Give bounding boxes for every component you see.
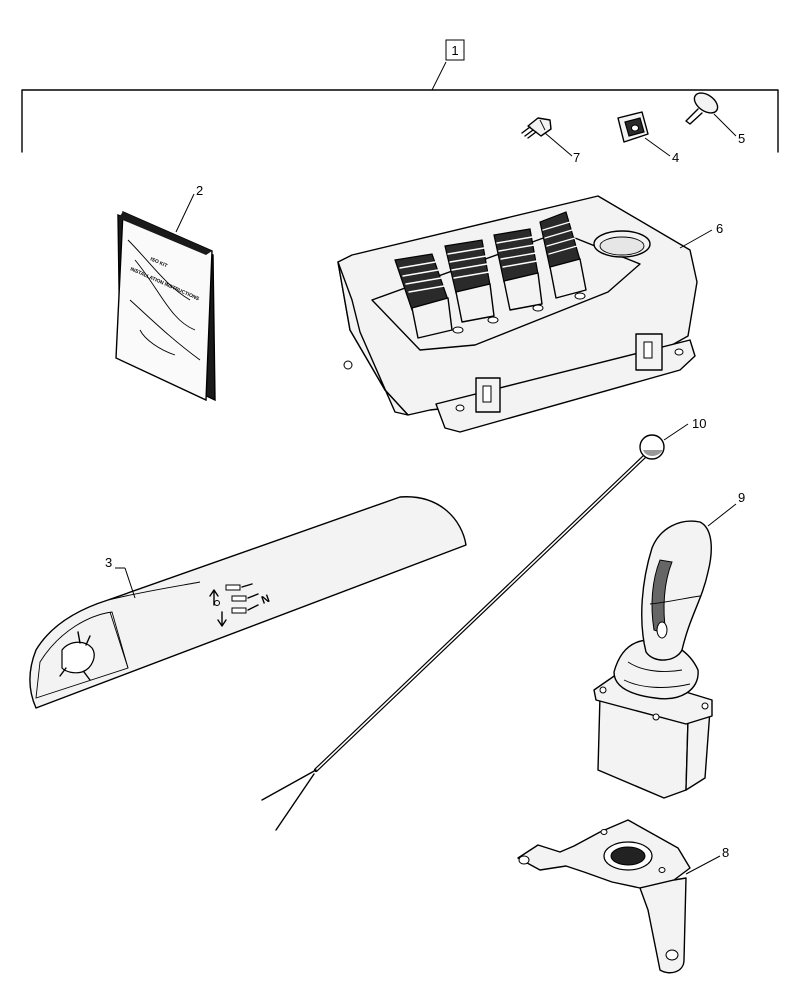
lever-3 — [493, 228, 543, 311]
joystick: 9 — [593, 490, 745, 799]
lever-2 — [444, 239, 495, 323]
arrow-icon — [209, 583, 259, 627]
indicator-holes — [452, 292, 586, 334]
rivet: 5 — [685, 92, 745, 146]
callout-6: 6 — [716, 221, 723, 236]
kit-bracket: 1 — [21, 39, 779, 153]
callout-9: 9 — [738, 490, 745, 505]
callout-3: 3 — [105, 555, 112, 570]
screw: 7 — [521, 117, 580, 165]
mounting-bracket: 8 — [517, 819, 729, 974]
callout-10: 10 — [692, 416, 706, 431]
lever-4 — [539, 211, 587, 299]
callout-2: 2 — [196, 183, 203, 198]
lever-1 — [394, 253, 453, 339]
callout-8: 8 — [722, 845, 729, 860]
decal: N 3 — [29, 496, 467, 709]
callout-7: 7 — [573, 150, 580, 165]
callout-1: 1 — [451, 43, 458, 58]
callout-4: 4 — [672, 150, 679, 165]
instruction-booklet: ISO KIT INSTALLATION INSTRUCTIONS 2 — [115, 183, 216, 402]
lever-rod: 10 — [261, 416, 706, 831]
neutral-mark: N — [260, 593, 272, 607]
callout-box-1 — [445, 39, 465, 61]
clip-nut: 4 — [617, 111, 679, 165]
callout-5: 5 — [738, 131, 745, 146]
rabbit-icon — [59, 631, 95, 681]
control-console: 6 — [337, 195, 723, 433]
